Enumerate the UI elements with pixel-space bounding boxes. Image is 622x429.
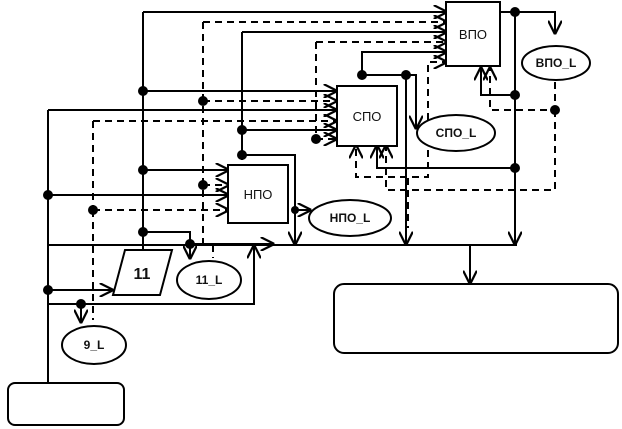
wire-vpo-to-l — [515, 11, 555, 33]
junction-dot — [291, 206, 299, 214]
block-npo[interactable]: НПО — [227, 164, 289, 224]
block-11-shape — [111, 249, 174, 296]
ellipse-9-l-label: 9_L — [84, 338, 105, 352]
dwire-vpol-feedback — [490, 68, 556, 111]
junction-dot — [237, 125, 247, 135]
ellipse-11-l-shape — [176, 260, 242, 300]
junction-dot — [311, 134, 321, 144]
ellipse-npo-l-label: НПО_L — [330, 211, 371, 225]
block-11[interactable]: 11 — [111, 249, 174, 296]
junction-dot — [401, 70, 411, 80]
ellipse-9-l[interactable]: 9_L — [61, 325, 127, 365]
block-spo-label: СПО — [353, 109, 382, 124]
ellipse-spo-l-label: СПО_L — [436, 126, 477, 140]
junction-dot — [43, 190, 53, 200]
junction-dot — [138, 165, 148, 175]
block-11-label: 11 — [134, 266, 151, 283]
dwire-vpol-to-spo — [386, 110, 556, 191]
junction-dot — [185, 239, 195, 249]
ellipse-npo-l-shape — [308, 199, 392, 237]
ellipse-vpo-l-shape — [521, 45, 591, 81]
ellipse-11-l-label: 11_L — [196, 273, 223, 287]
junction-dot — [43, 285, 53, 295]
ellipse-vpo-l[interactable]: ВПО_L — [521, 45, 591, 81]
junction-dot — [510, 7, 520, 17]
ellipse-spo-l[interactable]: СПО_L — [416, 114, 496, 152]
ellipse-vpo-l-label: ВПО_L — [536, 56, 577, 70]
junction-dots — [43, 7, 560, 309]
junction-dot — [198, 180, 208, 190]
wire-spo-to-vpo — [361, 52, 446, 75]
output-box[interactable] — [333, 283, 619, 354]
block-npo-rect — [227, 164, 289, 224]
junction-dot — [510, 90, 520, 100]
ellipse-spo-l-shape — [416, 114, 496, 152]
wire-spo-to-l — [406, 74, 416, 128]
wire-vpo-down — [500, 11, 515, 244]
output-box-rect — [333, 283, 619, 354]
junction-dot — [138, 227, 148, 237]
block-vpo-label: ВПО — [459, 27, 487, 42]
block-spo[interactable]: СПО — [336, 85, 398, 147]
input-box-rect — [7, 382, 125, 426]
block-vpo[interactable]: ВПО — [445, 1, 501, 67]
input-box[interactable] — [7, 382, 125, 426]
dashed-wires — [92, 22, 556, 320]
block-spo-rect — [336, 85, 398, 147]
dwire-spol-feedback — [356, 146, 429, 178]
wire-9-to-bus — [48, 246, 254, 305]
junction-dot — [510, 163, 520, 173]
ellipse-11-l[interactable]: 11_L — [176, 260, 242, 300]
wire-11-to-l — [143, 231, 191, 242]
junction-dot — [237, 150, 247, 160]
junction-dot — [198, 96, 208, 106]
junction-dot — [550, 105, 560, 115]
wire-vpo-to-spo — [377, 146, 515, 169]
junction-dot — [88, 205, 98, 215]
block-npo-label: НПО — [244, 187, 273, 202]
ellipse-npo-l[interactable]: НПО_L — [308, 199, 392, 237]
junction-dot — [357, 70, 367, 80]
wire-npo-down — [242, 154, 295, 244]
ellipse-9-l-shape — [61, 325, 127, 365]
wire-vpo-feedback — [481, 68, 515, 96]
dwire-spol-to-vpo — [427, 62, 446, 120]
junction-dot — [138, 86, 148, 96]
junction-dot — [76, 299, 86, 309]
block-vpo-rect — [445, 1, 501, 67]
